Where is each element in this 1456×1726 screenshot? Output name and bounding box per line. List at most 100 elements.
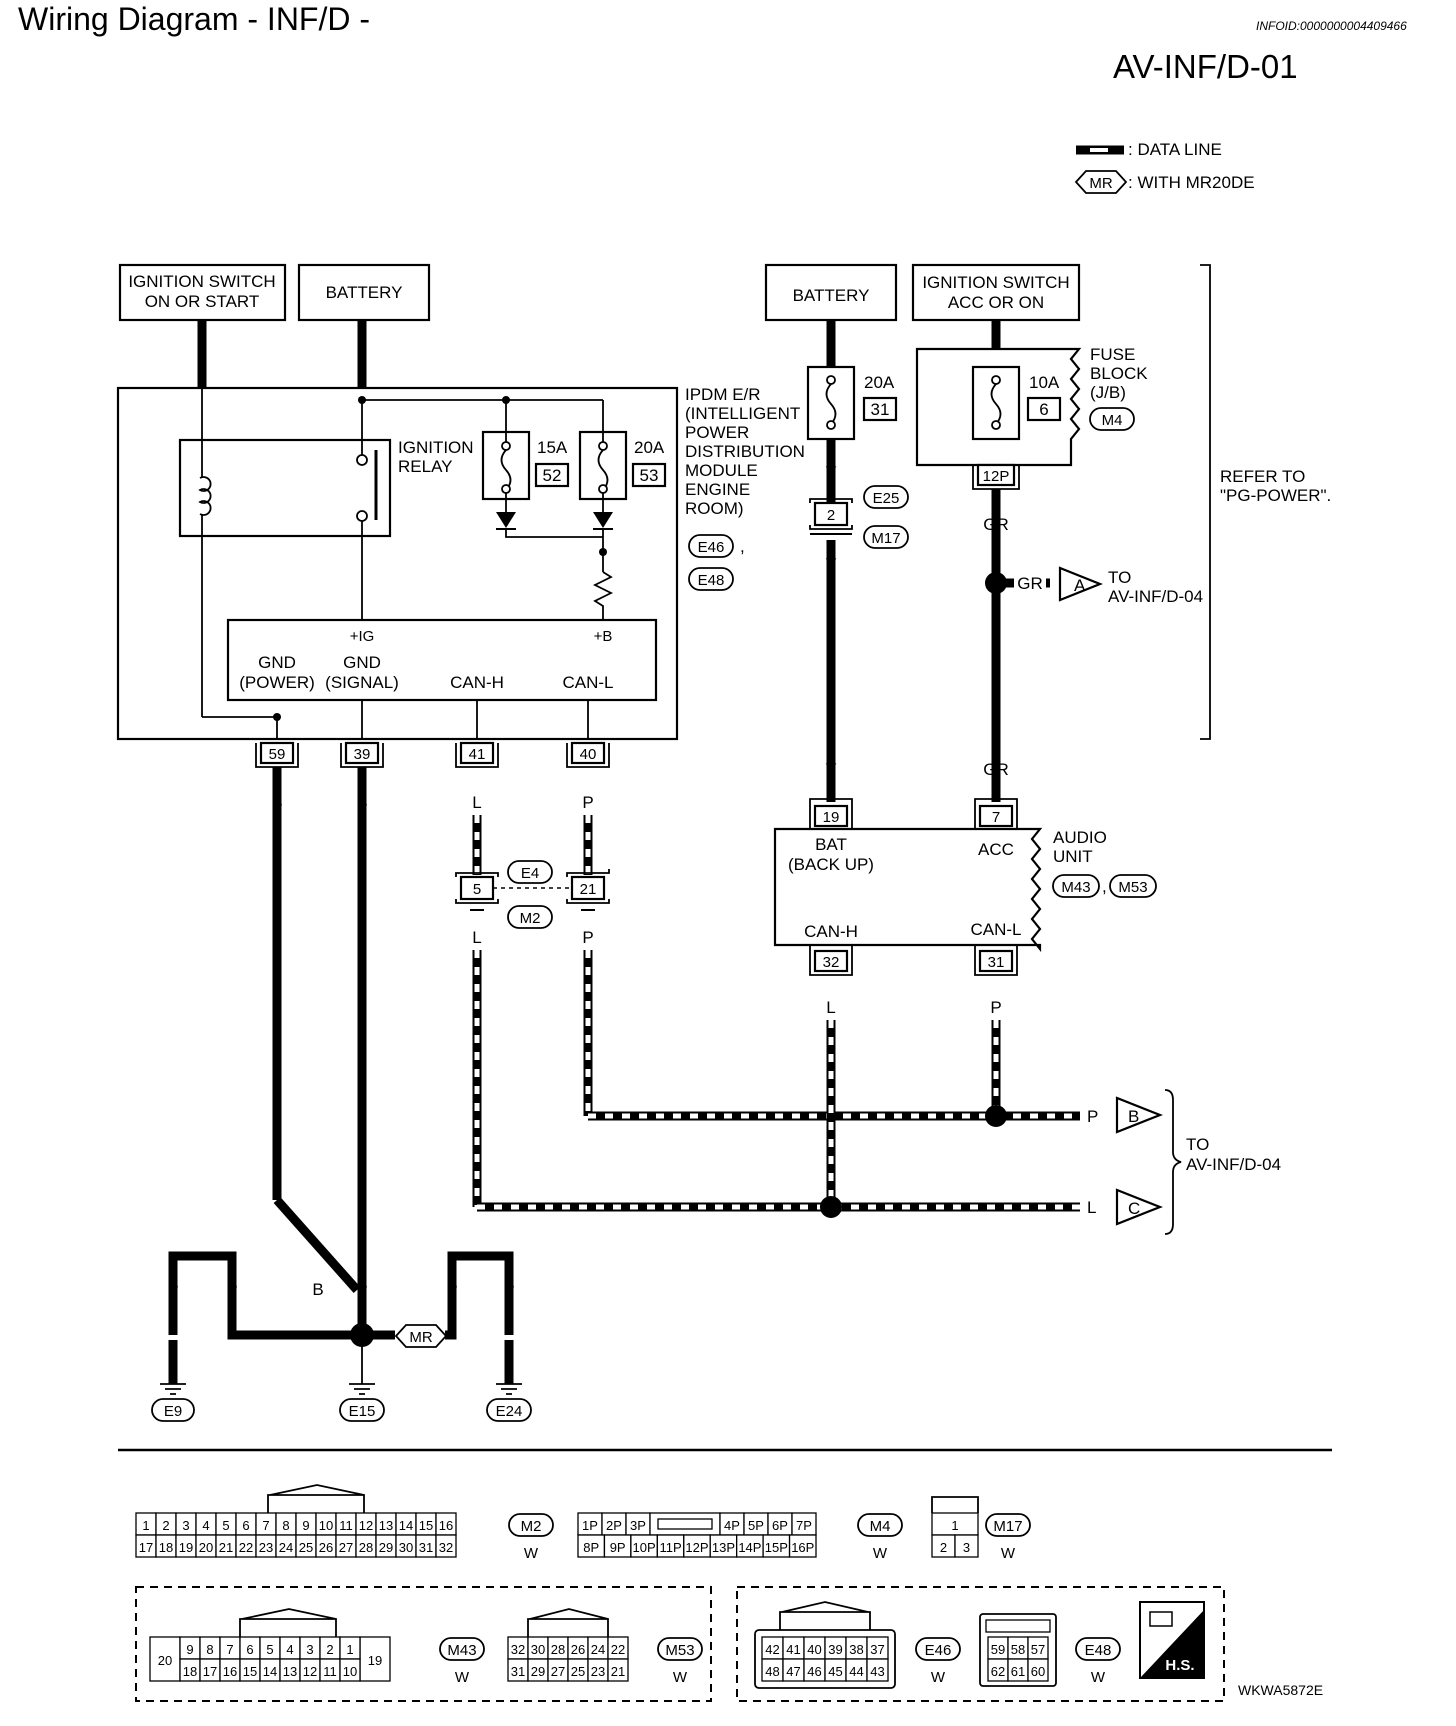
mr-symbol [394,1324,448,1348]
pin-cell-label: 46 [807,1664,821,1679]
svg-text:BAT: BAT [815,835,847,854]
svg-text:DISTRIBUTION: DISTRIBUTION [685,442,805,461]
svg-text:MR: MR [409,1329,432,1346]
svg-text:10A: 10A [1029,373,1060,392]
svg-text:39: 39 [354,746,371,763]
pin-cell-label: 11P [659,1540,681,1555]
joint-connector-e4-m2: 5 21 E4 M2 [455,860,610,929]
pin-cell-label: 7 [262,1518,269,1533]
pin-cell-label: 23 [591,1664,605,1679]
pin-cell-label: 13 [283,1664,297,1679]
relay-coil-icon [198,476,212,516]
svg-text:M4: M4 [1102,412,1123,429]
ipdm-er: IGNITION RELAY 15A 52 20A [116,320,805,741]
pin-cell-label: 7 [226,1642,233,1657]
svg-text:B: B [312,1280,323,1299]
pin-cell-label: 32 [439,1540,453,1555]
pin-cell-label: 30 [531,1642,545,1657]
svg-text:20A: 20A [634,438,665,457]
pin-cell-label: 62 [991,1664,1005,1679]
svg-text:5P: 5P [748,1518,764,1533]
svg-text:CAN-L: CAN-L [970,920,1021,939]
pin-cell-label: 24 [591,1642,605,1657]
svg-text:GND: GND [258,653,296,672]
svg-text:19: 19 [823,809,840,826]
svg-text:POWER: POWER [685,423,749,442]
svg-text:M43: M43 [1061,879,1090,896]
ground-icon [496,1383,522,1395]
svg-text:M17: M17 [871,530,900,547]
battery-right: BATTERY [764,263,898,322]
pin-cell-label: 6 [246,1642,253,1657]
pin-cell-label: 25 [571,1664,585,1679]
svg-text:B: B [356,793,367,812]
pin-cell-label: 29 [531,1664,545,1679]
legend: : DATA LINE MR : WITH MR20DE [1074,140,1255,194]
ignition-relay [178,438,392,538]
pin-cell-label: 10 [343,1664,357,1679]
pin-cell-label: 13 [379,1518,393,1533]
pin-cell-label: 41 [786,1642,800,1657]
pin-cell-label: 22 [611,1642,625,1657]
pin-cell-label: 1 [142,1518,149,1533]
connector-color: W [673,1669,688,1686]
pin-cell-label: 3 [182,1518,189,1533]
svg-text:B: B [503,1275,514,1294]
svg-text:M53: M53 [1118,879,1147,896]
pin-cell-label: 1 [951,1518,958,1533]
pin-cell-label: 17 [203,1664,217,1679]
pin-cell-label: 2 [326,1642,333,1657]
svg-text:ACC: ACC [978,840,1014,859]
figure-code: WKWA5872E [1238,1682,1323,1698]
pin-cell-label: 27 [339,1540,353,1555]
svg-text:B: B [1128,1107,1139,1126]
svg-text:21: 21 [580,881,597,898]
svg-text:ROOM): ROOM) [685,499,744,518]
svg-text:AUDIO: AUDIO [1053,828,1107,847]
svg-text:GR: GR [983,515,1009,534]
ignition-switch-acc: IGNITION SWITCH ACC OR ON [911,263,1081,322]
joint-connector-e25-m17: 2 E25 M17 [809,485,909,549]
svg-text:P: P [582,793,593,812]
pin-cell-label: 8 [282,1518,289,1533]
pin-cell-label: 16P [791,1540,814,1555]
svg-text:TO: TO [1108,568,1131,587]
resistor-icon [592,571,614,620]
svg-text:L: L [826,998,835,1017]
svg-text:GR: GR [983,760,1009,779]
svg-text:E25: E25 [873,490,900,507]
pin-cell-label: 16 [439,1518,453,1533]
harness-side-icon: H.S. [1139,1601,1205,1679]
pin-cell [339,1658,361,1682]
svg-text:E4: E4 [521,865,539,882]
connector-color: W [1001,1545,1016,1562]
battery-left: BATTERY [297,263,431,322]
svg-text:AV-INF/D-04: AV-INF/D-04 [1108,587,1203,606]
pin-cell-label: 9 [302,1518,309,1533]
connector-id: E46 [925,1642,952,1659]
svg-text:1P: 1P [582,1518,598,1533]
pin-cell-label: 61 [1011,1664,1025,1679]
pin-cell-label: 6 [242,1518,249,1533]
offpage-connector-a: A TO AV-INF/D-04 [985,566,1203,606]
pin-cell-label: 28 [359,1540,373,1555]
svg-text:5: 5 [473,881,481,898]
svg-text:Y: Y [825,760,836,779]
svg-text:E24: E24 [496,1403,523,1420]
pin-cell-label: 48 [765,1664,779,1679]
connector-group-m43-m53 [135,1586,712,1702]
svg-text:6: 6 [1039,400,1048,419]
pin-cell-label: 4 [286,1642,293,1657]
pin-cell-label: 57 [1031,1642,1045,1657]
svg-text:CAN-L: CAN-L [562,673,613,692]
svg-text:MR: MR [1089,175,1112,192]
pin-cell-label: 2 [162,1518,169,1533]
pin-cell [866,1658,889,1682]
pin-cell-label: 12 [359,1518,373,1533]
svg-text:P: P [582,928,593,947]
